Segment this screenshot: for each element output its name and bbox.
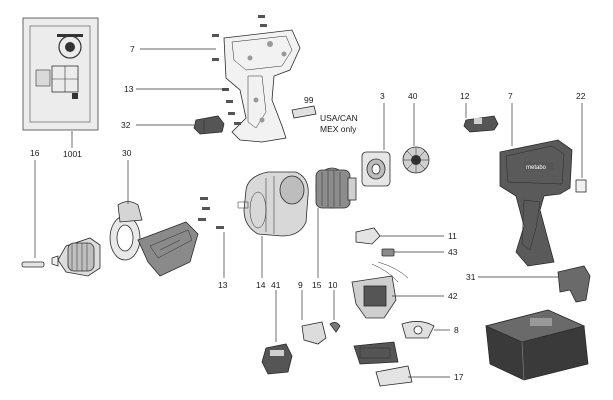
- part-electronics-board: [353, 341, 399, 365]
- callout-31: 31: [466, 272, 476, 282]
- part-43-led: [381, 248, 395, 257]
- callout-7-left: 7: [130, 44, 135, 54]
- part-chuck: [51, 237, 101, 277]
- part-9-lever: [301, 321, 327, 345]
- part-7-housing-half: [223, 29, 301, 143]
- part-12-slider: [463, 115, 499, 133]
- callout-1001: 1001: [63, 149, 82, 159]
- part-30-side-handle: [109, 201, 199, 277]
- callout-14: 14: [256, 280, 266, 290]
- callout-12: 12: [460, 91, 470, 101]
- usa-can-note-line2: MEX only: [320, 124, 357, 134]
- part-8-trigger: [401, 321, 435, 339]
- part-31-belt-hook: [557, 265, 591, 303]
- callout-11: 11: [448, 231, 457, 241]
- part-11-button: [355, 227, 381, 245]
- part-15-armature: [315, 167, 357, 209]
- part-7-housing-assembled: metabo: [499, 139, 573, 267]
- part-22-label: [575, 179, 587, 193]
- callout-8: 8: [454, 325, 459, 335]
- callout-13-top: 13: [124, 84, 134, 94]
- part-1001-label-inset: [22, 17, 99, 131]
- callout-17: 17: [454, 372, 464, 382]
- part-17-label: [375, 365, 413, 387]
- part-3-motor-stator: [361, 151, 391, 187]
- callout-99: 99: [304, 95, 314, 105]
- part-99-label: [291, 105, 317, 119]
- callout-43: 43: [448, 247, 458, 257]
- callout-10: 10: [328, 280, 338, 290]
- part-41-contact-block: [261, 343, 293, 375]
- part-40-fan: [402, 146, 430, 174]
- callout-40: 40: [408, 91, 418, 101]
- callout-9: 9: [298, 280, 303, 290]
- usa-can-note-line1: USA/CAN: [320, 113, 358, 123]
- part-10-clip: [329, 322, 341, 333]
- callout-15: 15: [312, 280, 322, 290]
- part-42-switch: [351, 261, 409, 319]
- housing-screws: [212, 15, 267, 125]
- callout-7-right: 7: [508, 91, 513, 101]
- callout-22: 22: [576, 91, 586, 101]
- callout-16: 16: [30, 148, 40, 158]
- part-14-gearbox: [237, 171, 309, 237]
- part-battery-pack: [484, 309, 589, 381]
- callout-3: 3: [380, 91, 385, 101]
- part-16-pin: [21, 261, 45, 268]
- callout-42: 42: [448, 291, 458, 301]
- part-32-clip: [193, 115, 225, 135]
- callout-32: 32: [121, 120, 131, 130]
- brand-text: metabo: [526, 165, 547, 171]
- callout-13-bottom: 13: [218, 280, 228, 290]
- callout-30: 30: [122, 148, 132, 158]
- callout-41: 41: [271, 280, 281, 290]
- part-13-screws: [198, 197, 224, 229]
